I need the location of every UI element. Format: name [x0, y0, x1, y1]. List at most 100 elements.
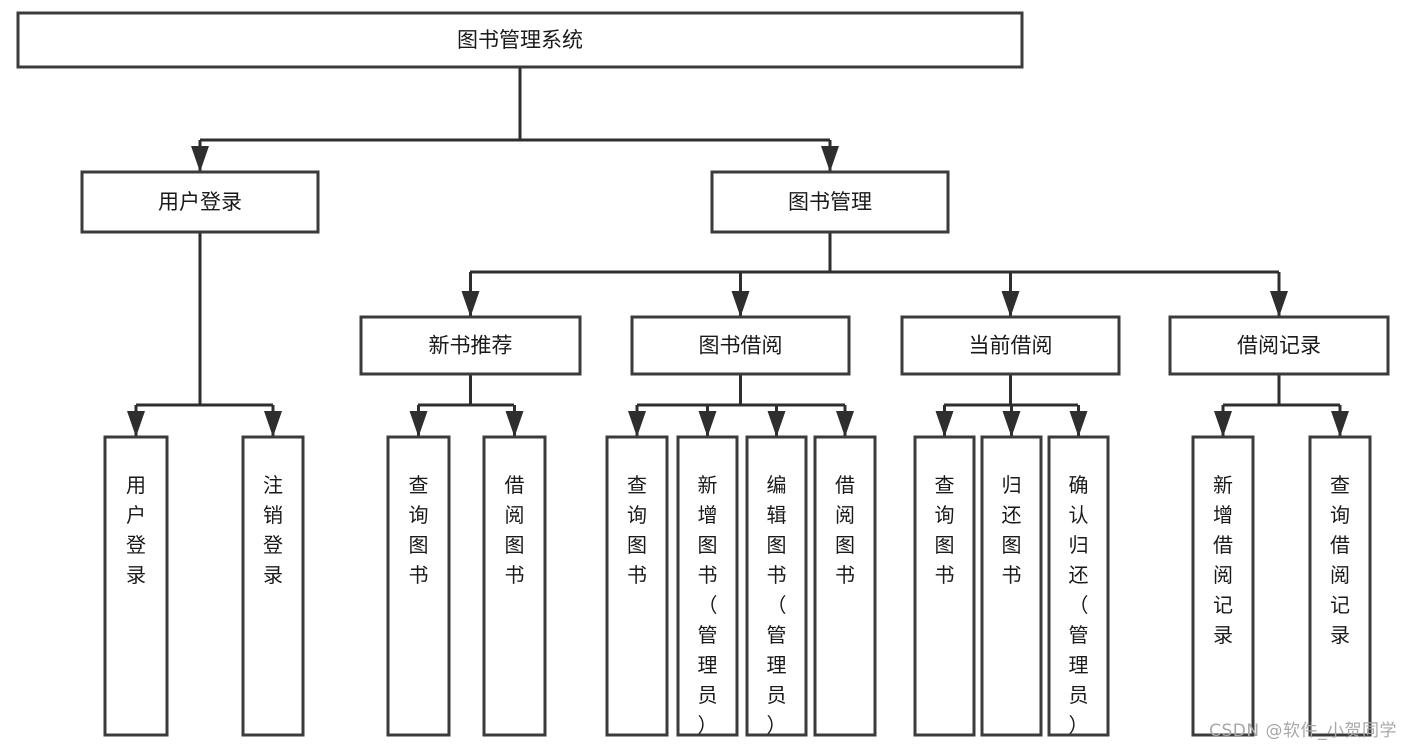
- connector-group-bus-book-borrow: [637, 374, 845, 407]
- node-leaf-borrow-book-2[interactable]: 借阅图书: [813, 435, 877, 737]
- arrow-head-icon: [698, 411, 717, 437]
- node-box-leaf-query-book-1[interactable]: [386, 435, 451, 737]
- node-label-leaf-query-record: 查询借阅记录: [1330, 473, 1350, 647]
- edge-book-borrow-to-leaf-borrow-book-2: [836, 405, 854, 437]
- connector-group-bus-current-borrow: [944, 374, 1078, 407]
- arrow-head-icon: [628, 411, 646, 437]
- node-label-leaf-query-book-1: 查询图书: [409, 473, 429, 587]
- edge-book-borrow-to-leaf-edit-book: [767, 405, 786, 437]
- node-label-book-borrow: 图书借阅: [699, 334, 783, 358]
- connector-group-bus-root: [200, 67, 830, 142]
- node-leaf-query-book-3[interactable]: 查询图书: [913, 435, 976, 737]
- connector-group-bus-new-book-rec: [418, 374, 514, 407]
- node-label-leaf-borrow-book-2: 借阅图书: [835, 473, 855, 587]
- node-box-current-borrow[interactable]: [900, 315, 1121, 376]
- node-label-leaf-add-record: 新增借阅记录: [1213, 473, 1233, 647]
- node-box-new-book-rec[interactable]: [359, 315, 582, 376]
- arrow-head-icon: [264, 411, 282, 437]
- connector-group-bus-user-login: [136, 232, 273, 407]
- node-box-borrow-record[interactable]: [1168, 315, 1390, 376]
- node-leaf-confirm-return[interactable]: 确认归还（管理员）: [1047, 435, 1110, 737]
- node-box-leaf-query-record[interactable]: [1308, 435, 1372, 737]
- edge-book-manage-to-current-borrow: [1001, 272, 1020, 317]
- edge-book-borrow-to-leaf-query-book-2: [628, 405, 646, 437]
- edge-book-manage-to-book-borrow: [731, 272, 750, 317]
- arrow-head-icon: [191, 146, 209, 172]
- node-leaf-add-record[interactable]: 新增借阅记录: [1191, 435, 1255, 737]
- node-box-leaf-borrow-book-2[interactable]: [813, 435, 877, 737]
- arrow-head-icon: [731, 291, 750, 317]
- node-book-borrow[interactable]: 图书借阅: [630, 315, 851, 376]
- node-label-leaf-logout: 注销登录: [263, 473, 283, 587]
- edge-user-login-to-leaf-logout: [264, 405, 282, 437]
- edge-current-borrow-to-leaf-query-book-3: [935, 405, 954, 437]
- node-current-borrow[interactable]: 当前借阅: [900, 315, 1121, 376]
- node-label-leaf-return-book: 归还图书: [1002, 473, 1022, 587]
- node-label-leaf-confirm-return: 确认归还（管理员）: [1069, 473, 1089, 737]
- arrow-head-icon: [1001, 291, 1020, 317]
- node-leaf-add-book[interactable]: 新增图书（管理员）: [676, 435, 739, 737]
- node-box-book-borrow[interactable]: [630, 315, 851, 376]
- node-box-leaf-query-book-3[interactable]: [913, 435, 976, 737]
- edge-current-borrow-to-leaf-confirm-return: [1069, 405, 1088, 437]
- node-box-leaf-return-book[interactable]: [980, 435, 1043, 737]
- node-box-leaf-logout[interactable]: [241, 435, 305, 737]
- node-label-leaf-borrow-book-1: 借阅图书: [505, 473, 525, 587]
- edge-new-book-rec-to-leaf-query-book-1: [409, 405, 428, 437]
- node-user-login[interactable]: 用户登录: [80, 170, 320, 234]
- arrow-head-icon: [409, 411, 428, 437]
- node-box-leaf-user-login[interactable]: [103, 435, 169, 737]
- arrow-head-icon: [836, 411, 854, 437]
- node-leaf-borrow-book-1[interactable]: 借阅图书: [482, 435, 547, 737]
- node-label-leaf-query-book-3: 查询图书: [935, 473, 955, 587]
- arrow-head-icon: [127, 411, 145, 437]
- node-layer: 图书管理系统用户登录图书管理新书推荐图书借阅当前借阅借阅记录用户登录注销登录查询…: [16, 11, 1390, 737]
- edge-borrow-record-to-leaf-query-record: [1331, 405, 1349, 437]
- arrow-head-icon: [1002, 411, 1021, 437]
- node-box-leaf-add-record[interactable]: [1191, 435, 1255, 737]
- node-borrow-record[interactable]: 借阅记录: [1168, 315, 1390, 376]
- node-leaf-logout[interactable]: 注销登录: [241, 435, 305, 737]
- arrow-head-icon: [461, 291, 480, 317]
- node-label-root: 图书管理系统: [457, 28, 583, 52]
- node-box-leaf-borrow-book-1[interactable]: [482, 435, 547, 737]
- edge-user-login-to-leaf-user-login: [127, 405, 145, 437]
- node-box-leaf-query-book-2[interactable]: [605, 435, 669, 737]
- arrow-head-icon: [821, 146, 839, 172]
- node-leaf-return-book[interactable]: 归还图书: [980, 435, 1043, 737]
- edge-root-to-user-login: [191, 140, 209, 172]
- edge-book-manage-to-borrow-record: [1270, 272, 1288, 317]
- node-box-root[interactable]: [16, 11, 1024, 69]
- edge-current-borrow-to-leaf-return-book: [1002, 405, 1021, 437]
- node-leaf-query-book-2[interactable]: 查询图书: [605, 435, 669, 737]
- node-leaf-user-login[interactable]: 用户登录: [103, 435, 169, 737]
- arrow-head-icon: [935, 411, 954, 437]
- node-box-leaf-add-book[interactable]: [676, 435, 739, 737]
- node-leaf-query-record[interactable]: 查询借阅记录: [1308, 435, 1372, 737]
- node-leaf-query-book-1[interactable]: 查询图书: [386, 435, 451, 737]
- node-label-current-borrow: 当前借阅: [969, 334, 1053, 358]
- node-label-leaf-edit-book: 编辑图书（管理员）: [767, 473, 787, 737]
- node-box-book-manage[interactable]: [710, 170, 950, 234]
- node-new-book-rec[interactable]: 新书推荐: [359, 315, 582, 376]
- node-root[interactable]: 图书管理系统: [16, 11, 1024, 69]
- arrow-head-icon: [1214, 411, 1232, 437]
- node-label-book-manage: 图书管理: [788, 190, 872, 214]
- node-box-user-login[interactable]: [80, 170, 320, 234]
- node-book-manage[interactable]: 图书管理: [710, 170, 950, 234]
- node-label-leaf-add-book: 新增图书（管理员）: [698, 473, 718, 737]
- edge-root-to-book-manage: [821, 140, 839, 172]
- node-label-leaf-user-login: 用户登录: [126, 473, 146, 587]
- edge-borrow-record-to-leaf-add-record: [1214, 405, 1232, 437]
- arrow-head-icon: [505, 411, 524, 437]
- arrow-head-icon: [1069, 411, 1088, 437]
- node-label-user-login: 用户登录: [158, 190, 242, 214]
- node-box-leaf-edit-book[interactable]: [745, 435, 808, 737]
- node-leaf-edit-book[interactable]: 编辑图书（管理员）: [745, 435, 808, 737]
- edge-book-borrow-to-leaf-add-book: [698, 405, 717, 437]
- arrow-head-icon: [767, 411, 786, 437]
- node-box-leaf-confirm-return[interactable]: [1047, 435, 1110, 737]
- node-label-leaf-query-book-2: 查询图书: [627, 473, 647, 587]
